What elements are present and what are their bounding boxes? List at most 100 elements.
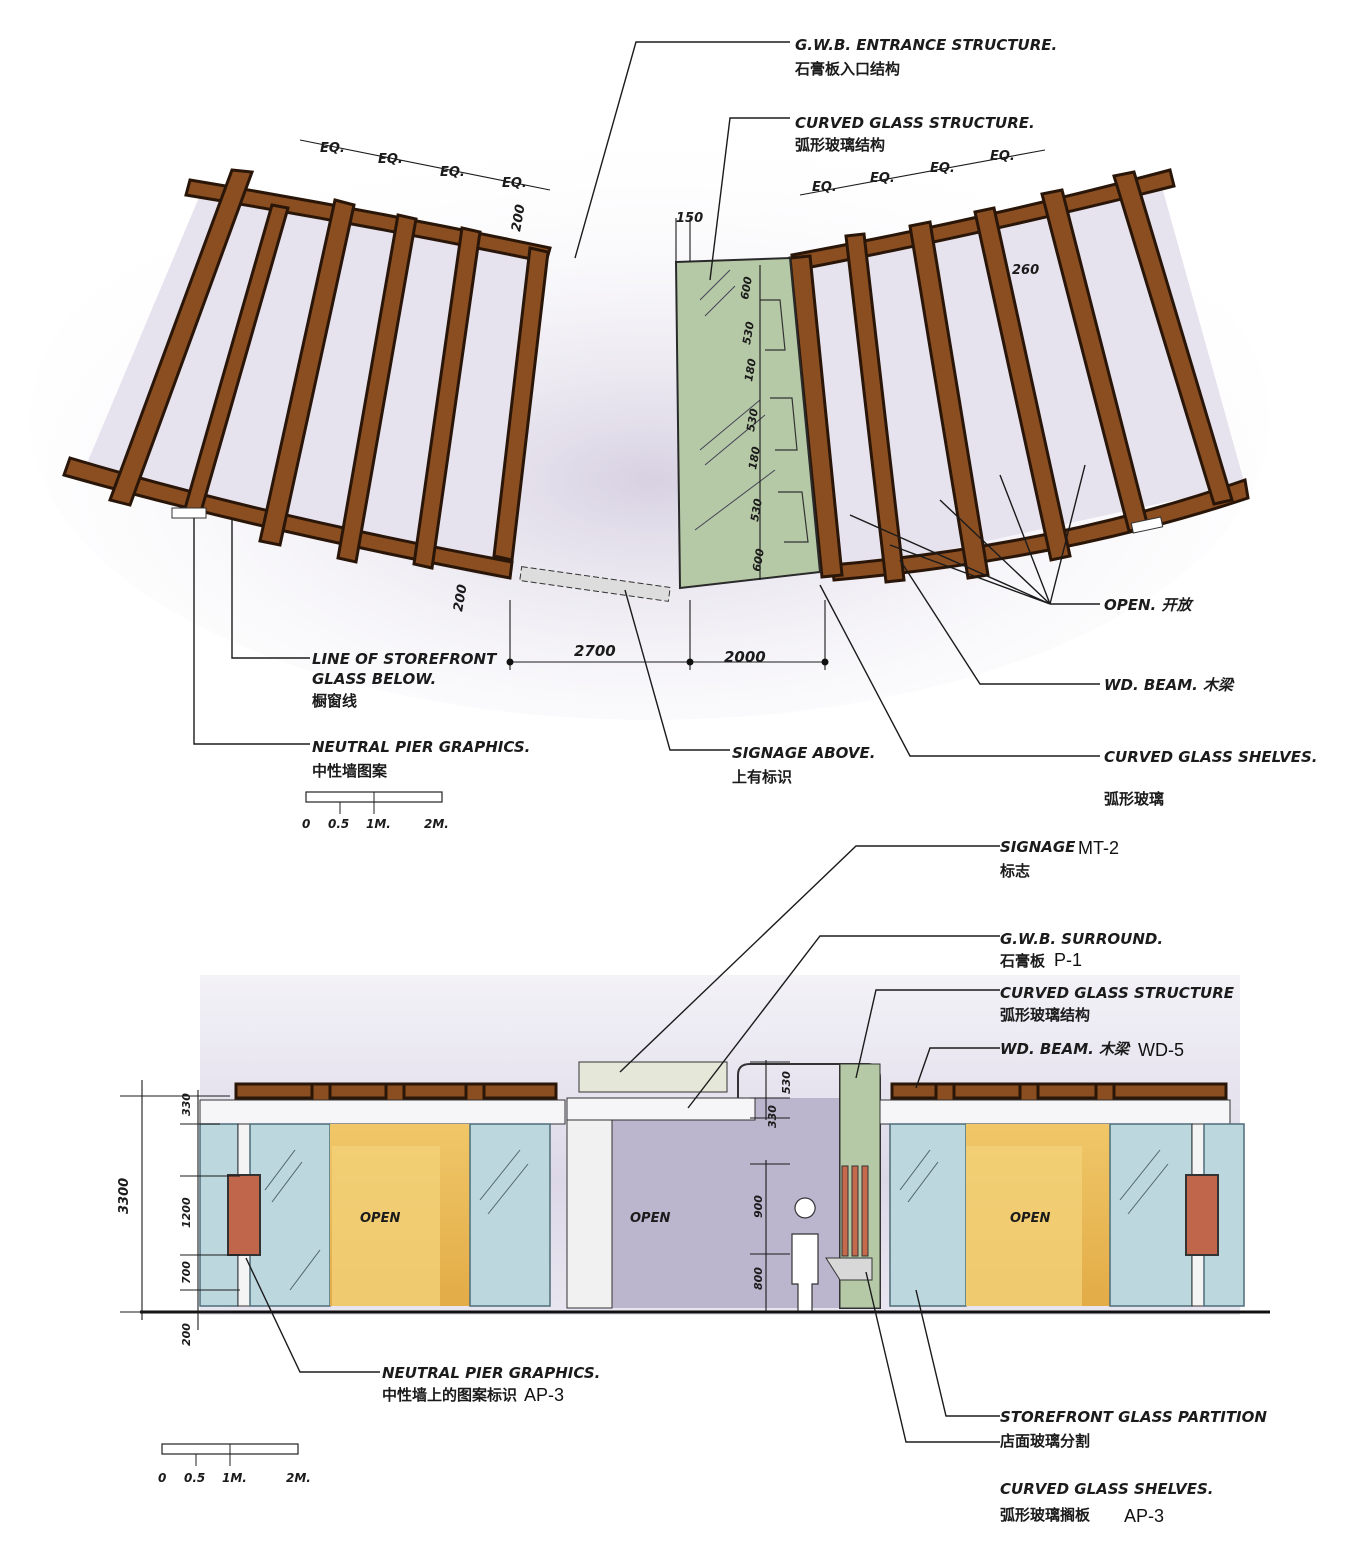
elevation-label-gwb: G.W.B. SURROUND. <box>1000 930 1163 948</box>
elevation-curved-glass-structure <box>737 1063 881 1309</box>
elevation-dim-total: 3300 <box>117 1178 132 1214</box>
elevation-shelf-base <box>825 1257 873 1281</box>
plan-label-open: OPEN. 开放 <box>1104 596 1194 614</box>
plan-dim-eq-1: EQ. <box>320 141 345 156</box>
plan-label-curved-glass: CURVED GLASS STRUCTURE. <box>795 114 1035 132</box>
elevation-right-glass-hatch <box>899 1149 1169 1215</box>
elevation-label-storefront-cn: 店面玻璃分割 <box>1000 1432 1090 1450</box>
plan-seg-530: 530 <box>740 320 757 345</box>
elevation-left-pier-graphic <box>227 1174 261 1256</box>
plan-dim-2700: 2700 <box>574 642 616 660</box>
plan-seg-180b: 180 <box>746 445 763 470</box>
plan-right-graphic-box <box>1130 516 1164 534</box>
elevation-right-beam-top <box>890 1082 1228 1100</box>
elevation-label-storefront: STOREFRONT GLASS PARTITION <box>1000 1408 1267 1426</box>
elevation-right-glass-1 <box>889 1123 967 1307</box>
plan-left-end-post <box>492 246 550 562</box>
plan-shelf-outlines <box>760 299 809 543</box>
plan-dim-eq-2: EQ. <box>378 152 403 167</box>
elevation-label-cgs-cn: 弧形玻璃结构 <box>1000 1006 1090 1024</box>
plan-label-signage-cn: 上有标识 <box>732 768 792 786</box>
elevation-left-bay: OPEN <box>199 1082 566 1307</box>
elevation-left-glass-hatch <box>264 1149 529 1291</box>
elevation-callouts: SIGNAGE MT-2 标志 G.W.B. SURROUND. 石膏板 P-1… <box>382 838 1267 1526</box>
elevation-center-wall: OPEN <box>566 1061 839 1313</box>
plan-leaders <box>193 41 1100 757</box>
elevation-left-glass-2 <box>249 1123 331 1307</box>
plan-dim-200a: 200 <box>509 203 528 232</box>
plan-label-shelves: CURVED GLASS SHELVES. <box>1104 748 1318 766</box>
elevation-scale-05: 0.5 <box>184 1471 205 1485</box>
plan-dim-150: 150 <box>676 211 703 226</box>
plan-seg-180a: 180 <box>742 357 759 382</box>
plan-callouts: G.W.B. ENTRANCE STRUCTURE. 石膏板入口结构 CURVE… <box>312 36 1318 808</box>
plan-label-neutral-cn: 中性墙图案 <box>312 762 388 780</box>
elevation-left-open-inner <box>332 1146 440 1306</box>
plan-left-beam-5 <box>412 226 482 570</box>
elevation-signage-box <box>578 1061 728 1093</box>
elevation-open-left: OPEN <box>360 1211 400 1226</box>
elevation-label-cgs: CURVED GLASS STRUCTURE <box>1000 984 1235 1002</box>
elevation-dim-900: 900 <box>752 1195 765 1218</box>
elevation-label-shelves-cn: 弧形玻璃搁板 <box>1000 1506 1091 1524</box>
plan-label-signage: SIGNAGE ABOVE. <box>732 744 875 762</box>
plan-right-beam-4 <box>973 206 1072 562</box>
plan-scale-0: 0 <box>302 817 310 831</box>
plan-dim-2000: 2000 <box>724 648 766 666</box>
plan-right-wing <box>788 168 1250 584</box>
plan-left-beam-1 <box>108 168 255 507</box>
plan-right-beam-6 <box>1112 170 1234 506</box>
plan-seg-530b: 530 <box>744 407 761 432</box>
elevation-dim-330: 330 <box>180 1093 193 1116</box>
plan-right-beam-2 <box>844 232 906 584</box>
elevation-right-open-inner <box>966 1146 1082 1306</box>
plan-dim-eq-7: EQ. <box>930 161 955 176</box>
plan-dim-eq-5: EQ. <box>812 180 837 195</box>
elevation-scale-0: 0 <box>158 1471 166 1485</box>
elevation-right-glass-2 <box>1109 1123 1193 1307</box>
elevation-code-wd5: WD-5 <box>1138 1040 1184 1060</box>
plan-dim-200b: 200 <box>451 583 470 612</box>
elevation-label-signage: SIGNAGE <box>1000 838 1076 856</box>
plan-dim-eq-4: EQ. <box>502 176 527 191</box>
elevation-right-header <box>879 1099 1231 1125</box>
plan-scale-1: 1M. <box>366 817 391 831</box>
elevation-label-shelves: CURVED GLASS SHELVES. <box>1000 1480 1214 1498</box>
elevation-dim-1200: 1200 <box>180 1197 193 1228</box>
plan-dim-text: EQ. EQ. EQ. EQ. EQ. EQ. EQ. EQ. 150 200 … <box>320 141 1039 666</box>
elevation-code-mt2: MT-2 <box>1078 838 1119 858</box>
plan-right-beam-1 <box>788 254 844 579</box>
plan-label-storefront-1: LINE OF STOREFRONT <box>312 650 498 668</box>
plan-label-wd-beam: WD. BEAM. 木梁 <box>1104 676 1235 694</box>
plan-scale-2: 2M. <box>424 817 449 831</box>
elevation-scale-2: 2M. <box>286 1471 311 1485</box>
elevation-dim-200: 200 <box>180 1323 193 1346</box>
elevation-scale-bar: 0 0.5 1M. 2M. <box>158 1443 311 1485</box>
plan-seg-530c: 530 <box>748 497 765 522</box>
elevation-label-wd: WD. BEAM. 木梁 <box>1000 1040 1131 1058</box>
elevation-label-gwb-cn: 石膏板 <box>999 952 1046 970</box>
elevation-right-bay: OPEN <box>879 1082 1245 1307</box>
plan-dim-eq-3: EQ. <box>440 165 465 180</box>
elevation-code-p1: P-1 <box>1054 950 1082 970</box>
elevation-dim-700: 700 <box>180 1261 193 1284</box>
plan-seg-600b: 600 <box>750 547 767 572</box>
elevation-label-neutral-cn: 中性墙上的图案标识 <box>382 1386 517 1404</box>
plan-left-graphic-box <box>171 507 207 519</box>
plan-label-entrance: G.W.B. ENTRANCE STRUCTURE. <box>795 36 1057 54</box>
elevation-center-jamb <box>566 1119 613 1309</box>
plan-label-storefront-2: GLASS BELOW. <box>312 670 436 688</box>
plan-signage-outline <box>519 566 671 602</box>
elevation-dims: 3300 330 1200 700 200 530 330 900 800 <box>117 1060 793 1346</box>
plan-left-beam-4 <box>336 213 418 564</box>
plan-right-beam-3 <box>908 220 990 580</box>
plan-scale-bar: 0 0.5 1M. 2M. <box>302 791 449 831</box>
elevation-code-ap3-a: AP-3 <box>524 1385 564 1405</box>
plan-left-wing <box>62 168 552 580</box>
plan-left-beam-3 <box>258 198 356 547</box>
plan-label-shelves-cn: 弧形玻璃 <box>1104 790 1164 808</box>
elevation-left-header <box>199 1099 566 1125</box>
plan-dims <box>299 139 1046 670</box>
plan-scale-05: 0.5 <box>328 817 349 831</box>
